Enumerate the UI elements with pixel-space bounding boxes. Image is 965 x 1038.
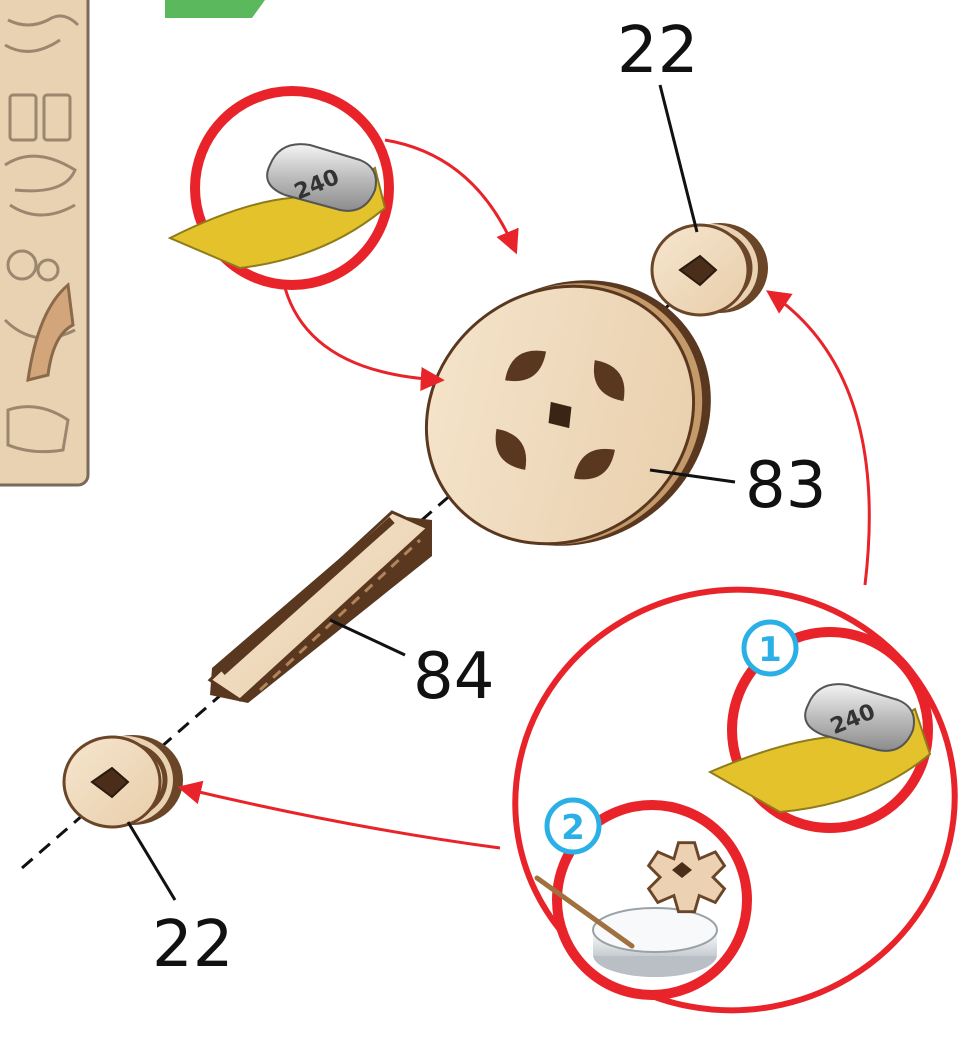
arrow-top-to-rotor-side bbox=[285, 288, 440, 380]
label-axle: 84 bbox=[413, 640, 494, 714]
step-two-number: 2 bbox=[561, 808, 585, 848]
step-one-number: 1 bbox=[758, 630, 782, 670]
axle-part bbox=[210, 512, 432, 703]
page-tab-decoration bbox=[165, 0, 265, 18]
label-top-spacer: 22 bbox=[617, 14, 698, 88]
label-rotor: 83 bbox=[745, 449, 826, 523]
label-bottom-spacer: 22 bbox=[152, 908, 233, 982]
bottom-spacer-part bbox=[64, 735, 183, 827]
top-spacer-part bbox=[652, 223, 768, 315]
wax-step-callout: 2 bbox=[537, 800, 747, 995]
wax-icon bbox=[593, 908, 717, 977]
gear-icon bbox=[649, 843, 725, 912]
arrow-top-to-rotor bbox=[385, 140, 515, 250]
finish-callout-bottom: 240 1 2 bbox=[482, 555, 965, 1038]
sanding-callout-top: 240 bbox=[170, 91, 389, 285]
plywood-sheet-thumbnail bbox=[0, 0, 88, 485]
arrow-callout-to-top-spacer bbox=[770, 293, 869, 585]
arrow-callout-to-bottom-spacer bbox=[182, 788, 500, 848]
